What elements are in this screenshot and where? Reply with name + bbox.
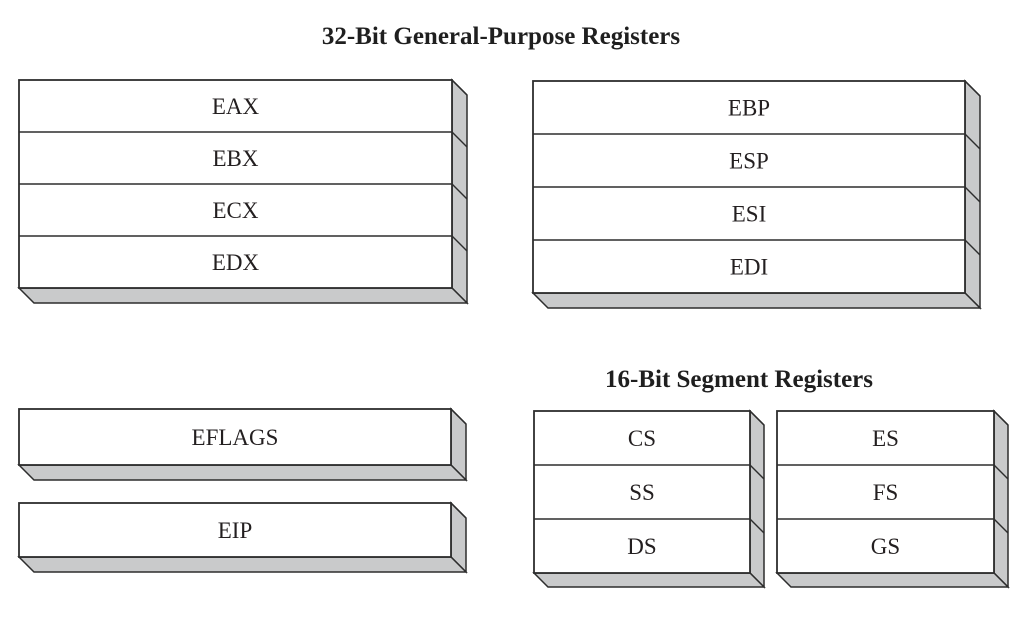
register-box-eflags: EFLAGS [17,407,468,482]
row-separator-edge-line [964,186,981,203]
register-label-edx: EDX [212,250,260,275]
register-label-es: ES [872,426,899,451]
row-separator-edge-line [749,464,765,480]
general-purpose-registers-title: 32-Bit General-Purpose Registers [322,23,681,50]
register-label-ds: DS [627,534,656,559]
top-right-edge-line [964,80,981,97]
box-right-face [993,409,1009,589]
segment-registers-title: 16-Bit Segment Registers [605,366,873,393]
top-right-edge-line [450,408,467,425]
box-front-face [18,502,452,558]
box-bottom-face [531,292,982,309]
row-separator-edge-line [451,131,468,148]
register-box-general-purpose-column-1: EAX EBX ECX EDX [17,78,469,305]
register-label-esi: ESI [732,202,767,227]
register-label-ecx: ECX [213,198,259,223]
register-label-eflags: EFLAGS [192,425,279,450]
row-separator-edge-line [451,235,468,252]
row-separator-edge-line [993,518,1009,534]
row-separator-edge-line [451,183,468,200]
register-label-fs: FS [873,480,899,505]
box-bottom-face [532,572,766,588]
top-right-edge-line [993,410,1009,426]
row-separator-edge-line [749,518,765,534]
register-label-edi: EDI [730,255,768,280]
register-label-eip: EIP [218,518,253,543]
box-front-face [776,410,995,574]
register-label-ebp: EBP [728,96,770,121]
box-front-face [18,408,452,466]
register-box-segment-column-1: CS SS DS [532,409,766,589]
row-separator-edge-line [964,239,981,256]
register-box-general-purpose-column-2: EBP ESP ESI EDI [531,79,982,310]
top-right-edge-line [749,410,765,426]
box-right-face [749,409,765,589]
box-bottom-face [17,464,468,481]
box-bottom-face [17,287,469,304]
top-right-edge-line [451,79,468,96]
row-separator-edge-line [964,133,981,150]
register-label-esp: ESP [729,149,769,174]
register-label-gs: GS [871,534,900,559]
box-bottom-face [775,572,1010,588]
box-front-face [533,410,751,574]
row-separator-edge-line [993,464,1009,480]
register-label-cs: CS [628,426,656,451]
register-label-eax: EAX [212,94,260,119]
register-label-ss: SS [629,480,655,505]
register-label-ebx: EBX [213,146,259,171]
register-box-segment-column-2: ES FS GS [775,409,1010,589]
top-right-edge-line [450,502,467,519]
register-box-eip: EIP [17,501,468,574]
box-bottom-face [17,556,468,573]
register-boxes: EAX EBX ECX EDX EBP ESP ESI EDI EFLAGS EIP CS SS DS E… [17,78,1010,589]
